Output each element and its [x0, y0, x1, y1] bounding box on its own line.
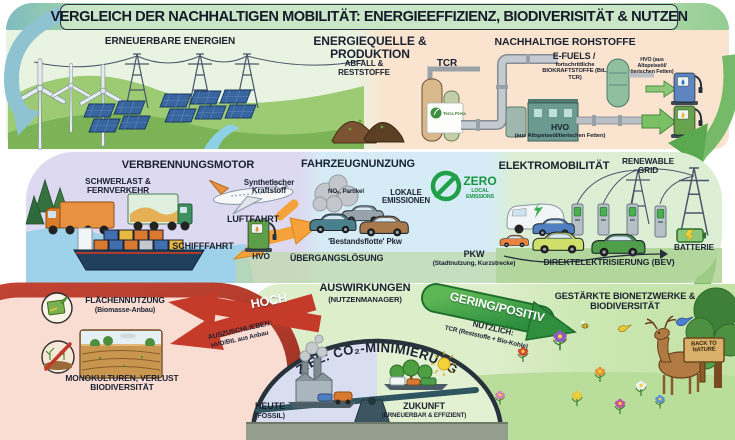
land-use-icon: [41, 292, 73, 324]
fleet-label: 'Bestandsflotte' Pkw: [328, 237, 402, 246]
hvo-label: HVO: [550, 122, 570, 132]
middle-scene: [25, 167, 722, 283]
bev-circuit-arrow: [660, 249, 668, 259]
waste-label: ABFALL & RESTSTOFFE: [338, 59, 390, 77]
bionet-label: GESTÄRKTE BIONETZWERKE & BIODIVERSITÄT: [554, 291, 696, 311]
emob-heading: ELEKTROMOBILITÄT: [498, 160, 610, 172]
impact-heading: AUSWIRKUNGEN: [319, 282, 411, 294]
efuels-label: E-FUELS /: [552, 51, 596, 61]
aviation-label: LUFTFAHRT: [226, 214, 280, 224]
green-arrow-low: [421, 283, 577, 341]
ev-charger-icon: [626, 203, 639, 236]
today-sub: (FOSSIL): [255, 411, 285, 420]
bev-circuit-line: [503, 253, 661, 263]
bottom-scene: ZIEL: CO₂-MINIMIERUNG: [0, 282, 735, 440]
efuels-sub: fortschrittliche BIOKRAFTSTOFFE (BtL, TC…: [542, 62, 608, 81]
hvo-pump-label: HVO (aus Altspeiseöl/ tierischen Fetten): [630, 57, 674, 75]
nox-label: NOₓ, Partikel: [327, 188, 365, 195]
monoculture-field-illustration: [79, 329, 163, 379]
terra-preta-label: Terra Preta: [443, 111, 466, 116]
future-pan-icons: [389, 351, 456, 386]
grid-label: RENEWABLE GRID: [621, 156, 675, 175]
terra-preta-logo: [426, 102, 464, 134]
landuse-sub: (Biomasse-Anbau): [94, 307, 156, 314]
factory-icon: [295, 334, 353, 405]
red-arrow-exclude: [170, 293, 317, 350]
battery-label: BATTERIE: [673, 242, 715, 252]
car-icon-green: [591, 233, 646, 258]
feedstock-label: NACHHALTIGE ROHSTOFFE: [494, 36, 636, 48]
zero-label: ZERO: [463, 174, 497, 188]
page-title: VERGLEICH DER NACHHALTIGEN MOBILITÄT: EN…: [50, 9, 688, 25]
tcr-label: TCR: [436, 58, 458, 69]
compost-pile-icon: [331, 119, 405, 144]
usage-heading: FAHRZEUGNUNZUNG: [301, 158, 415, 170]
combustion-heading: VERBRENNUNGSMOTOR: [121, 159, 255, 171]
renewables-scene: [8, 53, 365, 150]
bev-label: DIREKTELEKTRISIERUNG (BEV): [543, 257, 675, 267]
future-label: ZUKUNFT: [403, 401, 445, 411]
airplane-icon: [208, 179, 294, 215]
truck-icon-green: [127, 193, 193, 231]
ev-charger-icon: [597, 203, 610, 236]
fuel-pump-icon-green: [670, 105, 704, 139]
back-to-nature-sign: [683, 337, 725, 383]
ship-icon: [73, 227, 205, 271]
local-emissions-label: LOKALE EMISSIONEN: [382, 188, 430, 206]
tcr-reactor-icon: Terra Preta: [421, 66, 480, 142]
impact-sub: (NUTZENMANAGER): [328, 295, 402, 304]
nature-sign-label: BACK TO NATURE: [690, 340, 717, 354]
power-tower-icon: [678, 167, 710, 237]
pipes-icon: [461, 54, 558, 131]
zero-emissions-icon: [430, 170, 462, 202]
industry-scene: Terra Preta: [331, 54, 704, 144]
future-sub: (ERNEUERBAR & EFFIZIENT): [381, 412, 467, 419]
renewables-label: ERNEUERBARE ENERGIEN: [104, 36, 236, 47]
monoculture-ban-icon: [41, 340, 75, 374]
ev-charger-icon: [654, 205, 667, 238]
pkw-label: PKW: [463, 249, 485, 259]
synfuel-label: Synthetischer Kraftstoff: [243, 178, 295, 196]
heavy-label: SCHWERLAST & FERNVERKEHR: [85, 176, 151, 195]
bird-icon-yellow: [617, 324, 632, 332]
car-icon-orange: [499, 234, 529, 248]
title-bar: VERGLEICH DER NACHHALTIGEN MOBILITÄT: EN…: [50, 4, 688, 30]
road-strip: [246, 423, 508, 440]
hvo-pipe-arrow: [575, 107, 677, 135]
refinery-icon: [505, 99, 579, 142]
hvo2-label: HVO: [252, 251, 270, 261]
shipping-label: SCHIFFFAHRT: [172, 241, 234, 251]
bee-icon: [581, 320, 589, 329]
fuel-pump-icon-hvo: [244, 219, 278, 253]
battery-icon: [676, 228, 706, 243]
pkw-sub: (Stadtnutzung, Kurzstrecke): [432, 260, 516, 267]
transition-label: ÜBERGANGSLÖSUNG: [290, 253, 384, 263]
arrow-to-blue-pump: [645, 80, 677, 98]
production-label: ENERGIEQUELLE & PRODUKTION: [313, 34, 427, 61]
flow-arrow-left: [3, 4, 74, 136]
ground-center: [236, 252, 496, 283]
hvo-sub: (aus Altspeiseöl/tierischen Fetten): [514, 133, 606, 139]
landuse-label: FLÄCHENNUTZUNG: [85, 295, 165, 305]
fuel-pump-icon-blue: [670, 72, 704, 106]
mono-label: MONOKULTUREN, VERLUST BIODIVERSITÄT: [65, 373, 179, 393]
bird-icon-blue: [675, 316, 694, 326]
today-label: HEUTE: [254, 401, 285, 411]
river: [204, 124, 240, 149]
zero-sub: LOCAL EMISSIONS: [466, 188, 494, 201]
distillation-column-icon: [606, 58, 654, 108]
